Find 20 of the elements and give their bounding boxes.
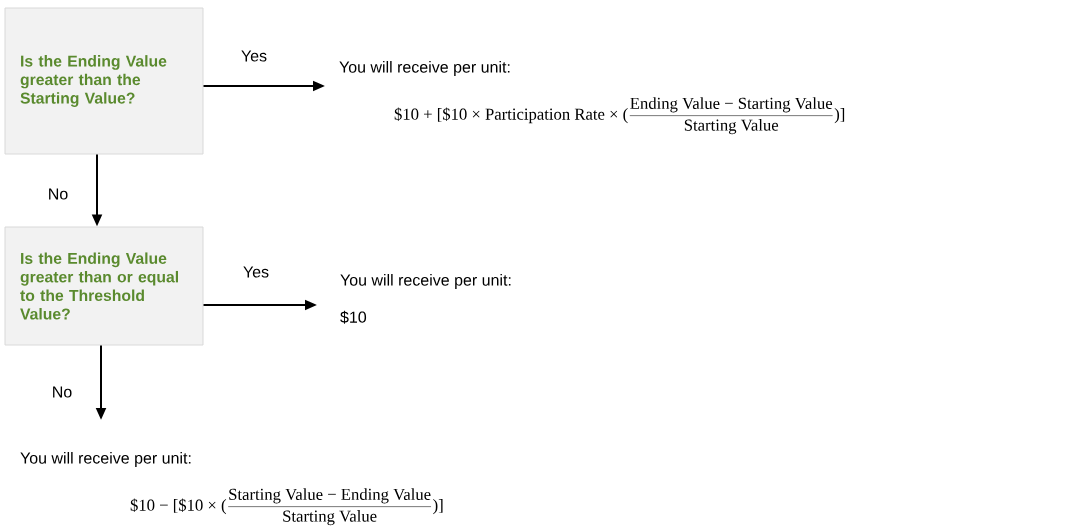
node-label: Starting Value − Ending Value <box>229 488 431 504</box>
node-label: Starting Value <box>684 119 779 135</box>
node-label: )] <box>433 499 443 515</box>
node-label: Starting Value <box>283 510 377 526</box>
edge-label: Yes <box>241 50 267 62</box>
edge-label: No <box>49 188 68 200</box>
amount-text: $10 <box>340 310 367 324</box>
decision-box: Is the Ending Value greater than or equal to the Threshold Value? <box>4 226 204 346</box>
node-label: Ending Value − Starting Value <box>630 97 833 113</box>
formula: $10 + [$10 × Participation Rate × ( Ending Value − Starting Value Starting Value )] <box>394 97 845 135</box>
formula: $10 − [$10 × ( Starting Value − Ending Value Starting Value )] <box>130 488 443 526</box>
decision-box: Is the Ending Value greater than the Starting Value? <box>4 7 204 155</box>
node-label: $10 + [$10 × Participation Rate × ( <box>394 107 628 124</box>
outcome-text: You will receive per unit: <box>339 61 510 76</box>
node-label: $10 − [$10 × ( <box>130 498 227 515</box>
outcome-text: You will receive per unit: <box>20 452 191 467</box>
edge-label: No <box>53 386 72 398</box>
edge-label: Yes <box>243 266 269 278</box>
node-label: )] <box>834 108 845 124</box>
outcome-text: You will receive per unit: <box>340 274 511 289</box>
